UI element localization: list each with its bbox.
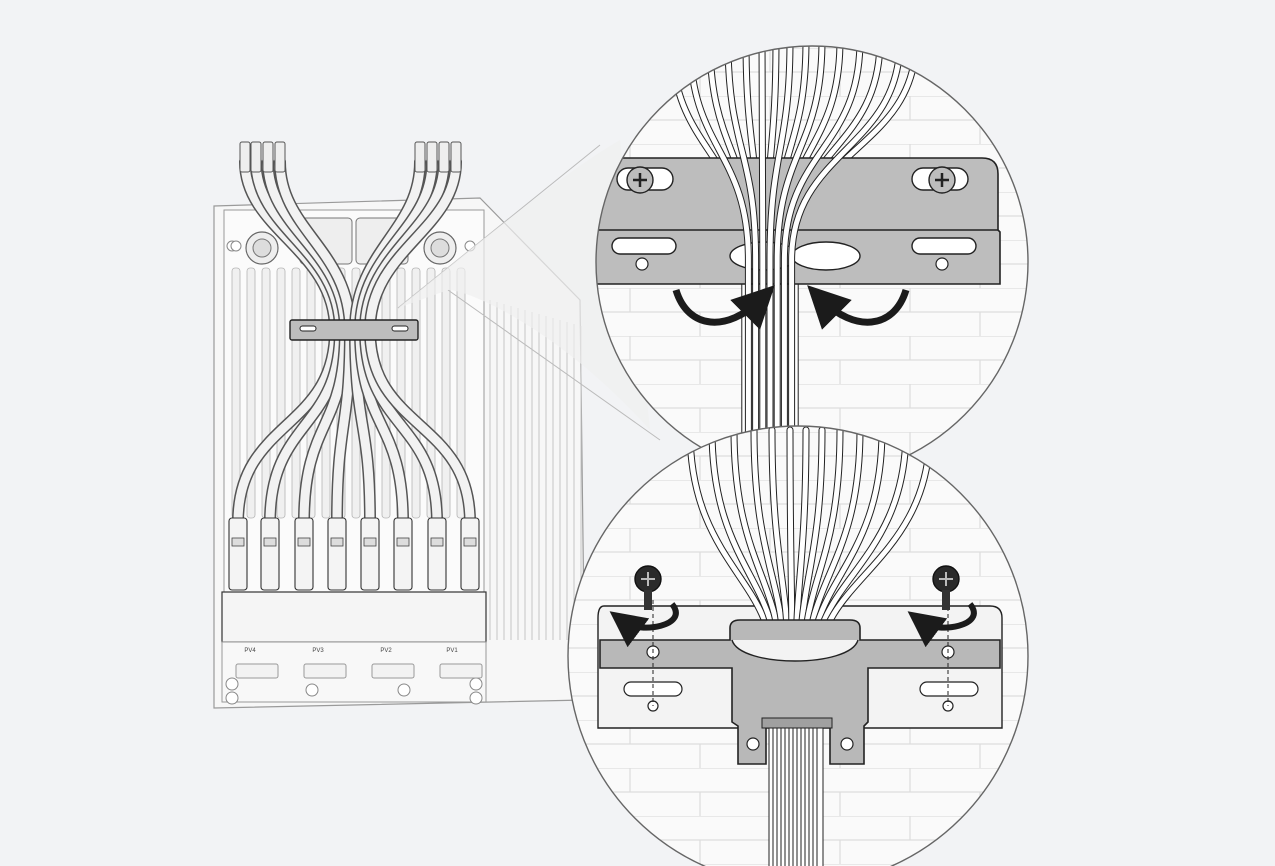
cable: [759, 46, 766, 478]
bracket-slot-lower-right: [911, 237, 977, 255]
rotate-arrow-icon: [807, 285, 910, 330]
connector-latch: [263, 537, 277, 547]
cable-bracket-small: [289, 319, 419, 341]
bottom-vent: [303, 663, 347, 679]
cable: [725, 46, 759, 478]
pv-label-3: PV2: [380, 648, 392, 654]
heat-sink-fin: [291, 267, 301, 519]
pv-labels: PV4 PV3 PV2 PV1: [244, 648, 458, 654]
clamp-hole: [840, 737, 854, 751]
rotate-arrow-icon: [907, 602, 977, 648]
bottom-ports: [225, 663, 483, 705]
cable: [767, 46, 793, 478]
bottom-port: [225, 691, 239, 705]
pv-connector: [228, 517, 248, 591]
mount-hole: [230, 240, 242, 252]
cable-plug: [262, 141, 274, 173]
plate-slot-right: [919, 681, 979, 697]
screw-icon: [626, 166, 654, 194]
cable-plug: [274, 141, 286, 173]
pv-connector: [260, 517, 280, 591]
bracket-cable-hole-right: [791, 241, 861, 271]
cable-plug: [414, 141, 426, 173]
detail-bottom-border: [567, 425, 1029, 866]
pv-connector: [360, 517, 380, 591]
pv-label-2: PV3: [312, 648, 324, 654]
bottom-port: [225, 677, 239, 691]
clamp-hole: [746, 737, 760, 751]
bottom-vent: [439, 663, 483, 679]
bracket-hole: [635, 257, 649, 271]
detail-circle-top: [595, 45, 1029, 479]
bracket-slot-right: [391, 325, 409, 332]
bottom-vent: [235, 663, 279, 679]
pv-label-1: PV4: [244, 648, 256, 654]
cable-bundle: [686, 426, 934, 866]
connector-latch: [463, 537, 477, 547]
bracket-slot-left: [299, 325, 317, 332]
cable-bundle-front: [686, 46, 904, 478]
connector-panel: [221, 591, 487, 643]
bottom-port: [469, 677, 483, 691]
cable-gland-inner: [430, 238, 450, 258]
pv-connector: [427, 517, 447, 591]
bracket-hole: [935, 257, 949, 271]
inverter-device: PV4 PV3 PV2 PV1: [213, 141, 586, 709]
connector-latch: [363, 537, 377, 547]
detail-circle-bottom: [567, 425, 1029, 866]
pv-connector: [327, 517, 347, 591]
pv-connector: [393, 517, 413, 591]
screw-guide-lines: [652, 600, 949, 706]
heat-sink-fin: [441, 267, 451, 519]
connector-latch: [396, 537, 410, 547]
heat-sink-fin: [411, 267, 421, 519]
bottom-port: [397, 683, 411, 697]
rotate-arrow-icon: [672, 285, 775, 330]
zoom-cone: [398, 140, 650, 430]
cable-plug: [426, 141, 438, 173]
screw-icon: [928, 166, 956, 194]
cable-plug: [438, 141, 450, 173]
bottom-port: [305, 683, 319, 697]
screw-icon: [932, 565, 960, 610]
pv-connector: [294, 517, 314, 591]
pv-connector: [460, 517, 480, 591]
pv-label-4: PV1: [446, 648, 458, 654]
connector-latch: [330, 537, 344, 547]
connector-latch: [231, 537, 245, 547]
clamp-notch: [731, 639, 859, 662]
screw-icon: [634, 565, 662, 610]
cable: [774, 46, 825, 478]
cable: [789, 46, 903, 478]
bottom-port: [469, 691, 483, 705]
bracket-slot-lower-left: [611, 237, 677, 255]
plate-slot-left: [623, 681, 683, 697]
cable-clamp-bracket: [599, 619, 1001, 765]
cable-plug: [250, 141, 262, 173]
bottom-vent: [371, 663, 415, 679]
cable-plug: [239, 141, 251, 173]
rotate-arrow-icon: [609, 602, 679, 648]
connector-latch: [430, 537, 444, 547]
cable: [781, 46, 863, 478]
connector-latch: [297, 537, 311, 547]
clamp-lip: [761, 717, 833, 729]
cable-gland-inner: [252, 238, 272, 258]
cable-plug: [450, 141, 462, 173]
